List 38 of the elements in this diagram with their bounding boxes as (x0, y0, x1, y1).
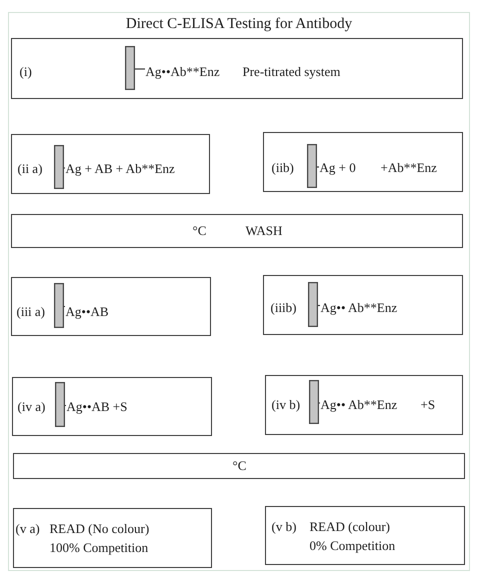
competition-text: 100% Competition (50, 540, 148, 556)
temperature-text: °C (192, 222, 206, 238)
step-number: (v a) (16, 520, 40, 536)
step-number: (iib) (272, 160, 294, 176)
step-number: (i) (20, 64, 32, 80)
diagram-title: Direct C-ELISA Testing for Antibody (124, 15, 354, 33)
reaction-text: Ag•• Ab**Enz (320, 300, 398, 316)
reaction-text: Ag••AB (66, 304, 109, 320)
reagent-text: +Ab**Enz (380, 160, 437, 176)
reaction-text: Ag•• Ab**Enz (320, 396, 398, 412)
step-box (11, 38, 463, 99)
step-number: (iii a) (16, 304, 46, 320)
step-number: (iiib) (270, 300, 296, 316)
step-number: (v b) (272, 518, 296, 534)
result-text: READ (colour) (310, 518, 390, 534)
step-number: (iv a) (18, 398, 46, 414)
reaction-text: Ag••Ab**Enz (146, 64, 220, 80)
step-band (11, 214, 463, 248)
reaction-text: Ag + 0 (320, 160, 356, 176)
result-text: READ (No colour) (50, 520, 150, 536)
competition-text: 0% Competition (310, 538, 396, 554)
reaction-text: Ag + AB + Ab**Enz (66, 160, 175, 176)
reaction-text: Ag••AB +S (66, 398, 128, 414)
step-box (265, 375, 463, 435)
step-band (13, 453, 465, 479)
temperature-text: °C (232, 458, 246, 474)
step-box (13, 508, 212, 568)
step-box (265, 506, 465, 565)
note-text: Pre-titrated system (242, 64, 340, 80)
step-box (11, 134, 210, 194)
step-box (263, 275, 463, 335)
wash-text: WASH (246, 222, 282, 238)
step-number: (ii a) (18, 160, 42, 176)
reagent-text: +S (420, 396, 436, 412)
step-number: (iv b) (272, 396, 300, 412)
step-box (11, 277, 211, 336)
step-box (263, 132, 463, 192)
step-box (12, 377, 212, 436)
